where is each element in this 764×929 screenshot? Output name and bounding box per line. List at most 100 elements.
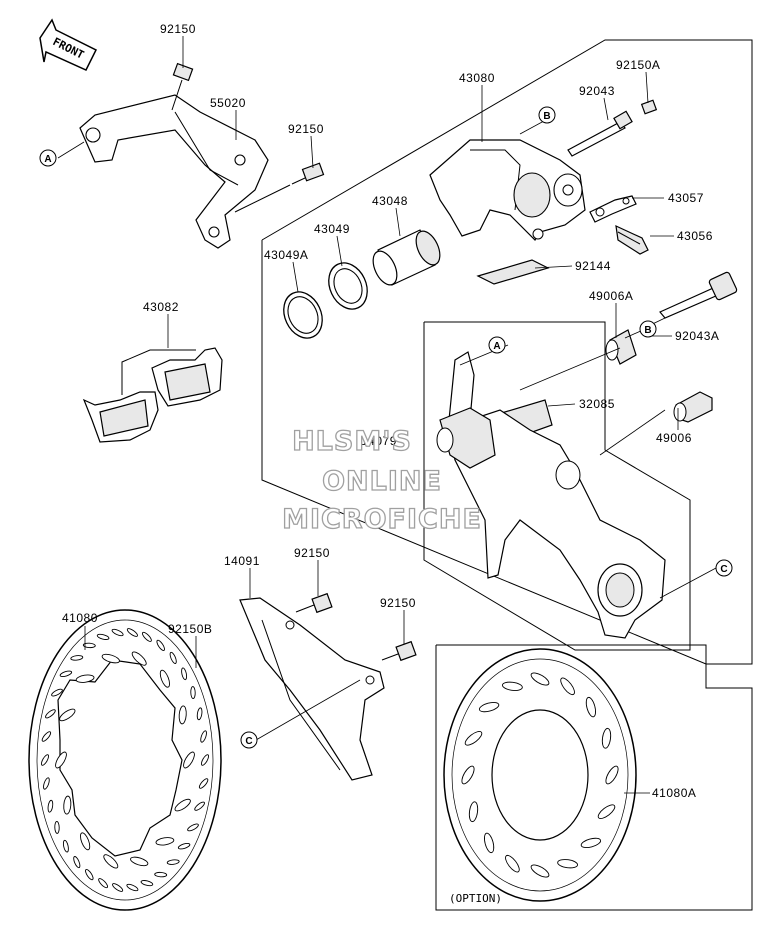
- disc-vent-slot: [530, 864, 550, 878]
- label-49006A: 49006A: [589, 289, 633, 303]
- disc-vent-slot: [131, 651, 147, 666]
- disc-vent-hole: [85, 869, 94, 881]
- disc-vent-slot: [483, 832, 495, 854]
- boot-49006: [673, 391, 713, 423]
- disc-vent-slot: [585, 696, 597, 718]
- label-92150A: 92150A: [616, 58, 660, 72]
- part-labels: 92150 55020 92150 43080 92150A 92043 430…: [62, 22, 719, 800]
- disc-vent-hole: [196, 707, 203, 721]
- label-55020: 55020: [210, 96, 246, 110]
- disc-vent-slot: [159, 669, 170, 688]
- disc-vent-slot: [605, 765, 619, 785]
- disc-vent-slot: [601, 727, 612, 749]
- brake-pads-43082: [82, 347, 223, 443]
- svg-text:A: A: [493, 341, 500, 352]
- bolt-92150-mid: [291, 162, 325, 185]
- brake-disc-41080: [28, 609, 222, 911]
- disc-vent-slot: [557, 859, 578, 869]
- label-92144: 92144: [575, 259, 611, 273]
- disc-vent-slot: [461, 765, 475, 785]
- callout-B1: B: [538, 106, 556, 124]
- label-92150-mid: 92150: [288, 122, 324, 136]
- label-92150-low2: 92150: [380, 596, 416, 610]
- disc-vent-hole: [141, 631, 152, 642]
- disc-vent-hole: [187, 823, 199, 832]
- piston-43048: [372, 229, 441, 286]
- label-43080: 43080: [459, 71, 495, 85]
- disc-vent-slot: [580, 837, 602, 849]
- option-disc-outline: [435, 644, 753, 911]
- disc-vent-slot: [597, 804, 616, 820]
- option-label: (OPTION): [449, 892, 502, 905]
- caliper-bracket: [436, 351, 666, 639]
- label-49006: 49006: [656, 431, 692, 445]
- watermark: HLSM'S ONLINE MICROFICHE: [281, 425, 481, 535]
- disc-vent-slot: [55, 751, 67, 769]
- disc-vent-hole: [73, 856, 81, 869]
- disc-vent-slot: [101, 653, 120, 664]
- label-41080A: 41080A: [652, 786, 696, 800]
- disc-vent-slot: [464, 730, 483, 746]
- seal-43049A: [283, 291, 323, 339]
- disc-vent-hole: [198, 778, 209, 789]
- disc-vent-hole: [47, 799, 54, 813]
- plate-43057: [589, 195, 637, 223]
- disc-vent-slot: [130, 856, 149, 867]
- bolt-92150-low1: [295, 592, 333, 614]
- label-92043: 92043: [579, 84, 615, 98]
- caliper-assembly-outline: [261, 39, 753, 665]
- disc-vent-slot: [155, 837, 175, 846]
- disc-vent-hole: [45, 709, 56, 719]
- label-43056: 43056: [677, 229, 713, 243]
- disc-vent-hole: [194, 801, 205, 811]
- leader-lines: [57, 36, 717, 794]
- pin-92043: [567, 110, 633, 157]
- disc-vent-slot: [103, 854, 119, 869]
- label-43048: 43048: [372, 194, 408, 208]
- disc-vent-hole: [62, 839, 69, 853]
- disc-vent-hole: [112, 883, 124, 892]
- disc-vent-slot: [63, 795, 72, 815]
- callout-A1: A: [39, 149, 57, 167]
- plug-92150A: [640, 99, 658, 115]
- watermark-line1: HLSM'S: [292, 426, 412, 457]
- spring-92144: [476, 259, 550, 285]
- disc-vent-slot: [468, 801, 479, 823]
- label-43082: 43082: [143, 300, 179, 314]
- seal-43049: [328, 262, 368, 310]
- disc-vent-slot: [178, 705, 187, 725]
- disc-vent-hole: [82, 642, 96, 649]
- label-92150B: 92150B: [168, 622, 212, 636]
- callout-A2: A: [488, 336, 506, 354]
- disc-vent-hole: [177, 842, 191, 850]
- disc-vent-hole: [54, 820, 60, 834]
- label-32085: 32085: [579, 397, 615, 411]
- callout-C2: C: [240, 731, 258, 749]
- disc-vent-slot: [183, 751, 195, 769]
- svg-text:B: B: [543, 111, 550, 122]
- disc-vent-slot: [75, 674, 95, 683]
- boot-49006A: [605, 329, 637, 365]
- brake-disc-41080A: [443, 648, 637, 902]
- bracket-subassembly-outline: [423, 321, 691, 651]
- brake-pedal-bracket-55020: [79, 94, 269, 249]
- disc-vent-hole: [70, 655, 84, 661]
- disc-vent-hole: [200, 754, 210, 766]
- disc-vent-hole: [181, 667, 188, 681]
- disc-vent-hole: [156, 639, 165, 651]
- disc-vent-slot: [478, 701, 500, 713]
- svg-text:B: B: [644, 325, 651, 336]
- bolt-92150-top: [171, 62, 194, 111]
- disc-vent-slot: [174, 798, 191, 812]
- label-41080: 41080: [62, 611, 98, 625]
- label-14091: 14091: [224, 554, 260, 568]
- disc-vent-slot: [80, 832, 91, 851]
- svg-text:C: C: [720, 564, 727, 575]
- disc-guard-14091: [239, 597, 385, 781]
- label-43049A: 43049A: [264, 248, 308, 262]
- label-92150-low1: 92150: [294, 546, 330, 560]
- label-43049: 43049: [314, 222, 350, 236]
- disc-vent-hole: [111, 628, 124, 637]
- disc-vent-slot: [530, 672, 550, 686]
